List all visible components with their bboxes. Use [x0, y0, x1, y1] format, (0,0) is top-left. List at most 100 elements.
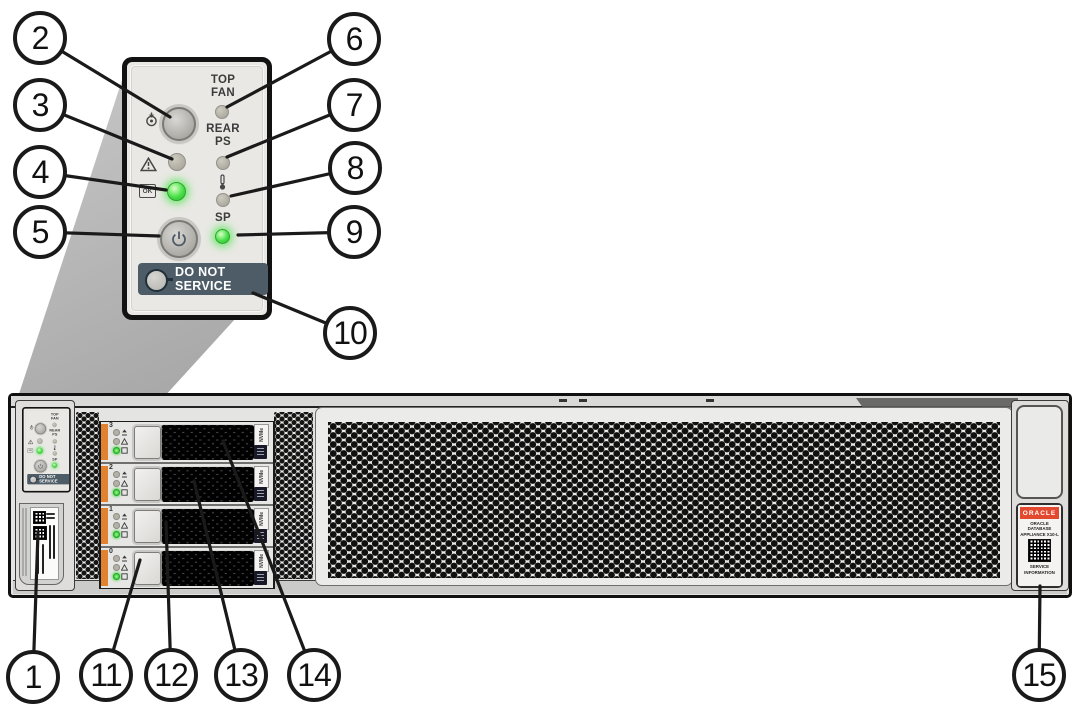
tab-grip: [22, 508, 24, 576]
drive-led-block: [113, 470, 128, 497]
drive-ok-led: [113, 531, 120, 538]
drive-ready-led: [113, 513, 120, 520]
bay-number: 0: [109, 548, 113, 555]
drive-ok-icon: [121, 531, 128, 538]
fault-warning-icon: [140, 157, 157, 172]
ok-led: [167, 182, 186, 201]
drive-fault-icon: [121, 564, 128, 571]
callout-13: 13: [214, 648, 268, 702]
drive-module[interactable]: [161, 424, 254, 460]
drive-module[interactable]: [161, 550, 254, 586]
sp-label: SP: [215, 212, 231, 224]
fault-led: [168, 153, 186, 171]
power-button[interactable]: [160, 220, 198, 258]
bezel-tick: [706, 399, 714, 402]
label-text-bar: [53, 525, 55, 559]
label-text-bar: [46, 517, 55, 519]
power-icon: [38, 463, 43, 469]
drive-ready-led: [113, 471, 120, 478]
service-info-plate[interactable]: ORACLE ORACLE DATABASE APPLIANCE X10-L S…: [1016, 503, 1063, 588]
label-text-bar: [46, 513, 55, 515]
banner-dash: [166, 278, 173, 281]
drive-fault-led: [113, 480, 120, 487]
drive-module[interactable]: [161, 466, 254, 502]
drive-ready-icon: [122, 555, 127, 562]
callout-8: 8: [328, 141, 382, 195]
callout-4: 4: [13, 145, 67, 199]
power-icon: [172, 231, 186, 247]
callout-12: 12: [144, 648, 198, 702]
drive-bay-row-0: 0 NVMe: [101, 548, 273, 588]
label-text-bar: [42, 544, 44, 574]
service-info-label: ORACLE ORACLE DATABASE APPLIANCE X10-L S…: [1018, 505, 1061, 586]
callout-7: 7: [327, 78, 381, 132]
callout-5: 5: [13, 205, 67, 259]
top-fan-label: TOP FAN: [50, 412, 59, 421]
drive-type-label: NVMe: [254, 550, 269, 572]
sp-led: [215, 229, 230, 244]
drive-bay-row-2: 2 NVMe: [101, 464, 273, 504]
do-not-service-banner: DO NOT SERVICE: [138, 263, 268, 295]
callout-9: 9: [327, 205, 381, 259]
do-not-service-label: DO NOT SERVICE: [39, 474, 58, 484]
callout-15: 15: [1012, 648, 1066, 702]
service-qr-code: [1028, 539, 1051, 563]
drive-latch-button[interactable]: [134, 426, 161, 459]
drive-ok-led: [113, 447, 120, 454]
fault-led: [36, 438, 43, 445]
drive-fault-icon: [121, 438, 128, 445]
drive-led-block: [113, 554, 128, 581]
drive-latch-button[interactable]: [134, 468, 161, 501]
drive-led-block: [113, 512, 128, 539]
ok-box-icon: OK: [27, 448, 34, 453]
sp-led: [52, 462, 58, 468]
top-fan-led: [215, 105, 229, 119]
drive-led-block: [113, 428, 128, 455]
drive-capacity-label: [254, 571, 267, 585]
callout-14: 14: [287, 648, 341, 702]
callout-11: 11: [79, 648, 133, 702]
drive-capacity-label: [254, 445, 267, 459]
drive-bay-row-1: 1 NVMe: [101, 506, 273, 546]
drive-bay-section: 3 NVMe 2: [99, 421, 275, 589]
drive-ok-icon: [121, 573, 128, 580]
bay-color-strip: [101, 424, 108, 460]
drive-fault-icon: [121, 522, 128, 529]
do-not-service-led: [145, 269, 168, 292]
power-button[interactable]: [34, 459, 47, 473]
drive-fault-icon: [121, 480, 128, 487]
drive-module[interactable]: [161, 508, 254, 544]
callout-6: 6: [327, 12, 381, 66]
vent-column-right: [274, 412, 313, 579]
drive-fault-led: [113, 522, 120, 529]
ok-box-label: OK: [28, 449, 32, 452]
blank-filler-panel: [1016, 405, 1063, 499]
drive-ready-icon: [122, 513, 127, 520]
drive-ok-led: [113, 573, 120, 580]
drive-latch-button[interactable]: [134, 552, 161, 585]
serial-pullout-tab[interactable]: [19, 503, 64, 585]
mini-front-panel-clone: OK TOP FAN REAR PS SP: [22, 407, 71, 493]
oracle-logo: ORACLE: [1019, 507, 1060, 519]
drive-ok-icon: [121, 489, 128, 496]
front-bezel-panel: [315, 407, 1013, 586]
bezel-tick: [579, 399, 587, 402]
product-name: ORACLE DATABASE APPLIANCE X10-L: [1020, 521, 1059, 537]
callout-3: 3: [13, 78, 67, 132]
drive-ok-icon: [121, 447, 128, 454]
top-fan-label: TOP FAN: [210, 74, 236, 99]
drive-fault-led: [113, 438, 120, 445]
drive-latch-button[interactable]: [134, 510, 161, 543]
bezel-tick: [559, 399, 567, 402]
drive-ready-icon: [122, 471, 127, 478]
ok-box-label: OK: [142, 187, 153, 195]
locate-button[interactable]: [162, 107, 196, 141]
bay-color-strip: [101, 550, 108, 586]
do-not-service-label: DO NOT SERVICE: [175, 265, 232, 293]
label-text-bar: [49, 525, 51, 559]
locate-button[interactable]: [35, 423, 47, 435]
overtemp-led: [52, 451, 58, 456]
tab-grip: [25, 508, 27, 576]
label-text-bar: [37, 544, 39, 574]
